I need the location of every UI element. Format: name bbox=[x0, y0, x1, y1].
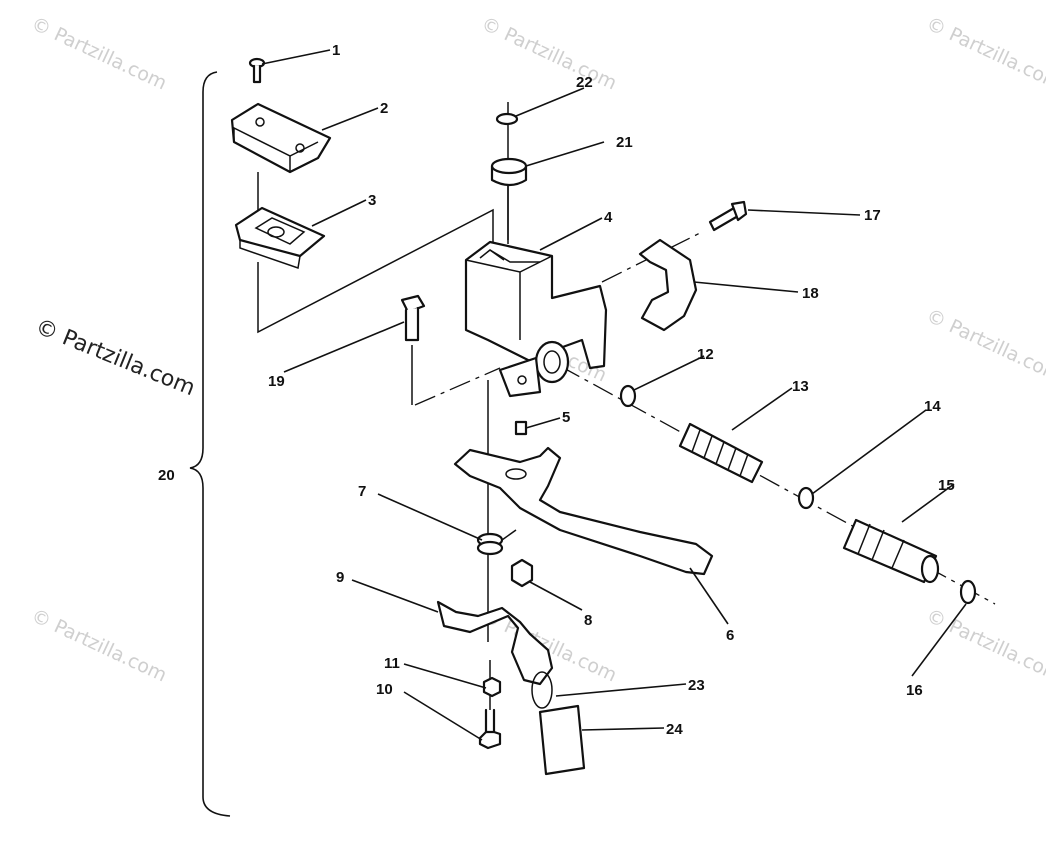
watermark-top-left: © Partzilla.com bbox=[28, 13, 170, 95]
callout-6: 6 bbox=[726, 627, 734, 644]
part-4-master-cylinder bbox=[464, 240, 608, 398]
callout-12: 12 bbox=[697, 346, 714, 363]
leader-lines bbox=[261, 49, 967, 741]
part-24-tag bbox=[538, 704, 586, 776]
callout-19: 19 bbox=[268, 373, 285, 390]
part-15-piston bbox=[842, 518, 940, 584]
part-16-circlip bbox=[959, 579, 977, 605]
part-22-washer bbox=[495, 112, 519, 126]
part-1-screw bbox=[248, 57, 266, 84]
part-6-lever bbox=[453, 446, 714, 576]
callout-10: 10 bbox=[376, 681, 393, 698]
callout-7: 7 bbox=[358, 483, 366, 500]
callout-15: 15 bbox=[938, 477, 955, 494]
watermark-bottom-left: © Partzilla.com bbox=[28, 605, 170, 687]
watermark-bottom-right: © Partzilla.com bbox=[923, 605, 1046, 687]
part-7-spring bbox=[476, 529, 517, 556]
watermark-main: © Partzilla.com bbox=[32, 314, 199, 401]
callout-11: 11 bbox=[384, 655, 400, 672]
callout-24: 24 bbox=[666, 721, 683, 738]
callout-16: 16 bbox=[906, 682, 923, 699]
callout-13: 13 bbox=[792, 378, 809, 395]
callout-labels: 1 2 3 4 5 6 7 8 9 10 11 12 13 14 15 16 1… bbox=[158, 42, 955, 738]
part-9-switch-bracket bbox=[436, 600, 554, 686]
part-17-bolt bbox=[708, 200, 748, 232]
part-8-nut bbox=[510, 558, 534, 588]
part-23-ring bbox=[531, 671, 553, 709]
callout-23: 23 bbox=[688, 677, 705, 694]
callout-8: 8 bbox=[584, 612, 592, 629]
callout-1: 1 bbox=[332, 42, 340, 59]
assembly-bracket bbox=[189, 71, 231, 817]
callout-20: 20 bbox=[158, 467, 175, 484]
callout-3: 3 bbox=[368, 192, 376, 209]
part-5-set-screw bbox=[514, 420, 528, 436]
callout-22: 22 bbox=[576, 74, 593, 91]
callout-9: 9 bbox=[336, 569, 344, 586]
callout-4: 4 bbox=[604, 209, 613, 226]
part-19-pivot-bolt bbox=[400, 294, 426, 342]
part-13-spring bbox=[678, 422, 764, 484]
watermark-top-center: © Partzilla.com bbox=[478, 13, 620, 95]
part-2-reservoir-cover bbox=[230, 102, 332, 174]
part-18-clamp bbox=[638, 238, 698, 332]
part-3-diaphragm bbox=[234, 206, 326, 269]
part-21-boot bbox=[490, 157, 528, 187]
watermark-mid-right: © Partzilla.com bbox=[923, 305, 1046, 387]
callout-17: 17 bbox=[864, 207, 881, 224]
part-12-washer bbox=[619, 384, 637, 408]
part-11-nut bbox=[482, 676, 502, 698]
callout-21: 21 bbox=[616, 134, 633, 151]
part-14-washer bbox=[797, 486, 815, 510]
callout-18: 18 bbox=[802, 285, 819, 302]
callout-5: 5 bbox=[562, 409, 570, 426]
part-10-screw bbox=[478, 708, 502, 750]
callout-14: 14 bbox=[924, 398, 941, 415]
watermark-top-right: © Partzilla.com bbox=[923, 13, 1046, 95]
callout-2: 2 bbox=[380, 100, 388, 117]
